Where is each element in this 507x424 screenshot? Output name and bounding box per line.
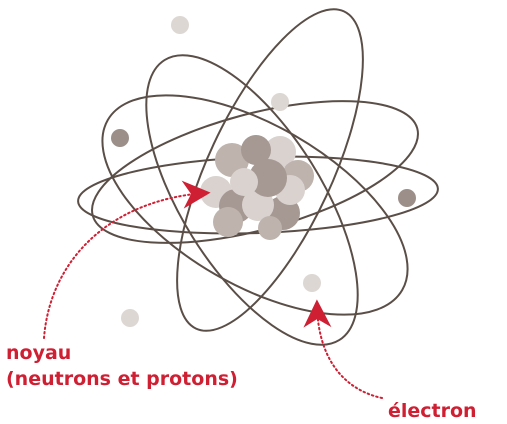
nucleus (200, 135, 314, 240)
nucleon (242, 189, 274, 221)
electron (271, 93, 289, 111)
electron (398, 189, 416, 207)
nucleon (241, 135, 271, 165)
nucleus-label: noyau (neutrons et protons) (6, 340, 238, 392)
nucleus-pointer-arrow (43, 180, 211, 339)
orbit-steep-right (145, 54, 359, 346)
nucleon (249, 159, 287, 197)
electron (171, 16, 189, 34)
pointers (43, 180, 383, 399)
electron-label: électron (388, 400, 477, 422)
electrons (111, 16, 416, 327)
nucleus-label-line1: noyau (6, 342, 72, 364)
electron (303, 274, 321, 292)
electron-pointer-arrow (303, 299, 383, 399)
nucleus-label-line2: (neutrons et protons) (6, 368, 238, 390)
nucleon (213, 207, 243, 237)
nucleon (230, 168, 258, 196)
orbit-steep-left (176, 8, 364, 332)
orbit-wide-tilted (101, 94, 409, 316)
electron (121, 309, 139, 327)
nucleon (258, 216, 282, 240)
electron (111, 129, 129, 147)
